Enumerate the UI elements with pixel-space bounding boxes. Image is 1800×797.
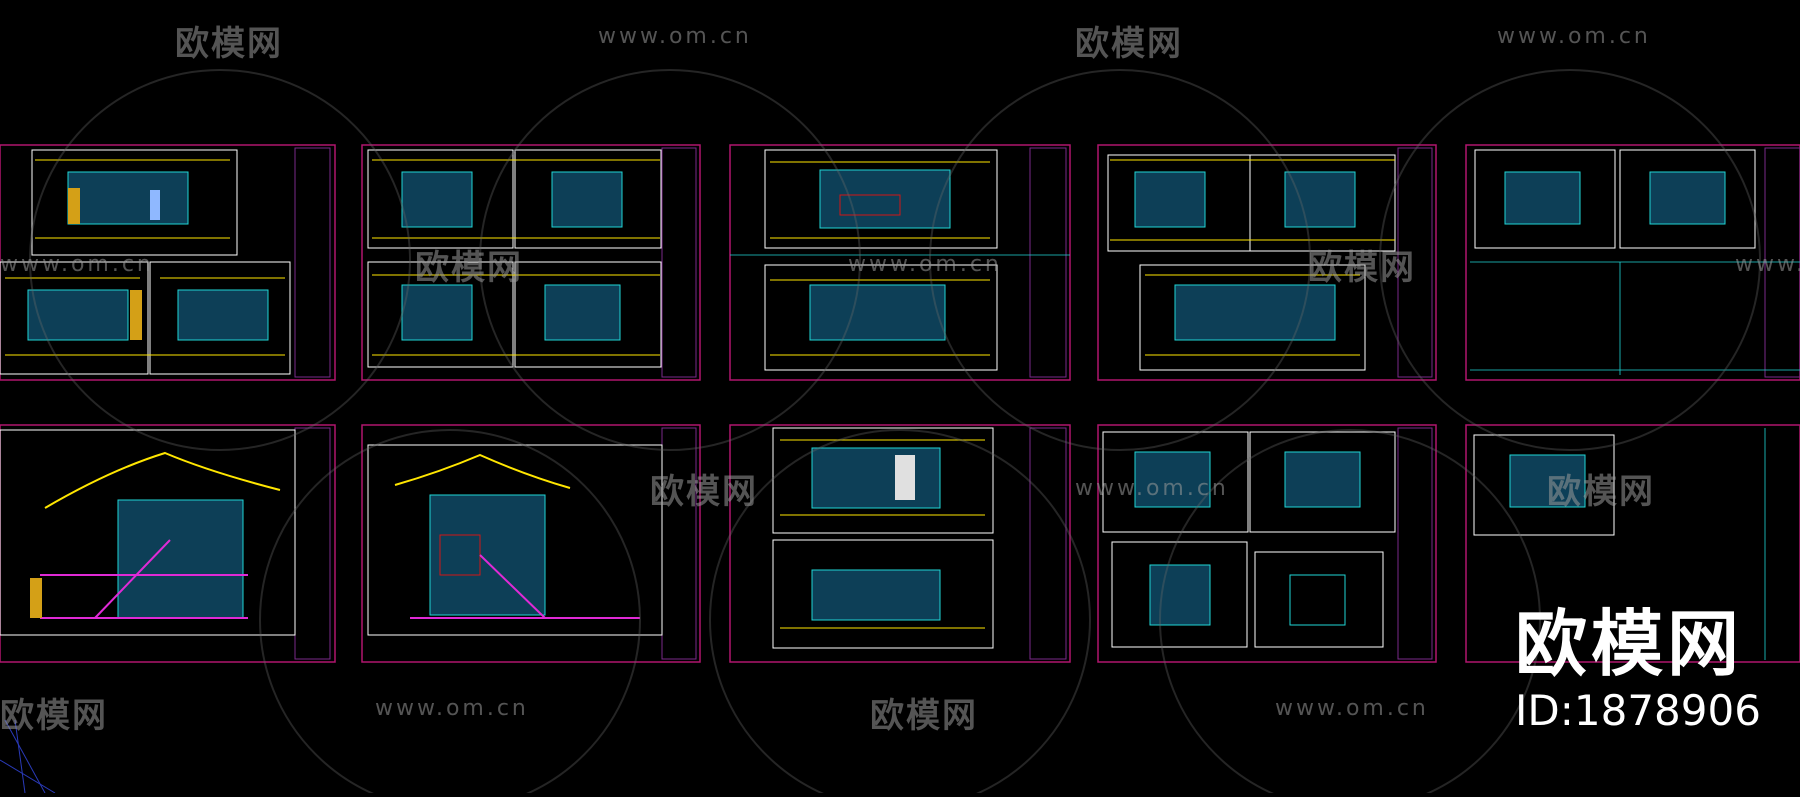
watermark-logo: 欧模网 <box>870 696 978 736</box>
watermark-url: www.om.cn <box>1275 696 1429 721</box>
sheet-r1-c3[interactable] <box>729 144 1071 381</box>
watermark-url: www.om.cn <box>1075 476 1229 501</box>
brand-badge-id: ID:1878906 <box>1515 686 1761 735</box>
stray-lines <box>0 719 56 794</box>
watermark-url: www.om.cn <box>848 252 1002 277</box>
brand-badge-name: 欧模网 <box>1515 602 1744 686</box>
watermark-url: www.om.cn <box>375 696 529 721</box>
watermark-url: www.om.cn <box>1735 252 1800 277</box>
sheet-r1-c5[interactable] <box>1465 144 1800 381</box>
sheet-r1-c1[interactable] <box>0 144 336 381</box>
sheet-r1-c2[interactable] <box>361 144 701 381</box>
watermark-logo: 欧模网 <box>1547 472 1655 512</box>
watermark-logo: 欧模网 <box>1308 248 1416 288</box>
sheet-r2-c4[interactable] <box>1097 424 1437 663</box>
sheet-r2-c3[interactable] <box>729 424 1071 663</box>
watermark-logo: 欧模网 <box>415 248 523 288</box>
sheet-r2-c1[interactable] <box>0 424 336 663</box>
watermark-logo: 欧模网 <box>175 24 283 64</box>
sheet-r2-c5[interactable] <box>1465 424 1800 663</box>
watermark-logo: 欧模网 <box>0 696 108 736</box>
sheet-r1-c4[interactable] <box>1097 144 1437 381</box>
watermark-url: www.om.cn <box>0 252 154 277</box>
watermark-logo: 欧模网 <box>1075 24 1183 64</box>
sheet-r2-c2[interactable] <box>361 424 701 663</box>
watermark-url: www.om.cn <box>598 24 752 49</box>
watermark-logo: 欧模网 <box>650 472 758 512</box>
watermark-arcs <box>29 69 1761 797</box>
watermark-url: www.om.cn <box>1497 24 1651 49</box>
